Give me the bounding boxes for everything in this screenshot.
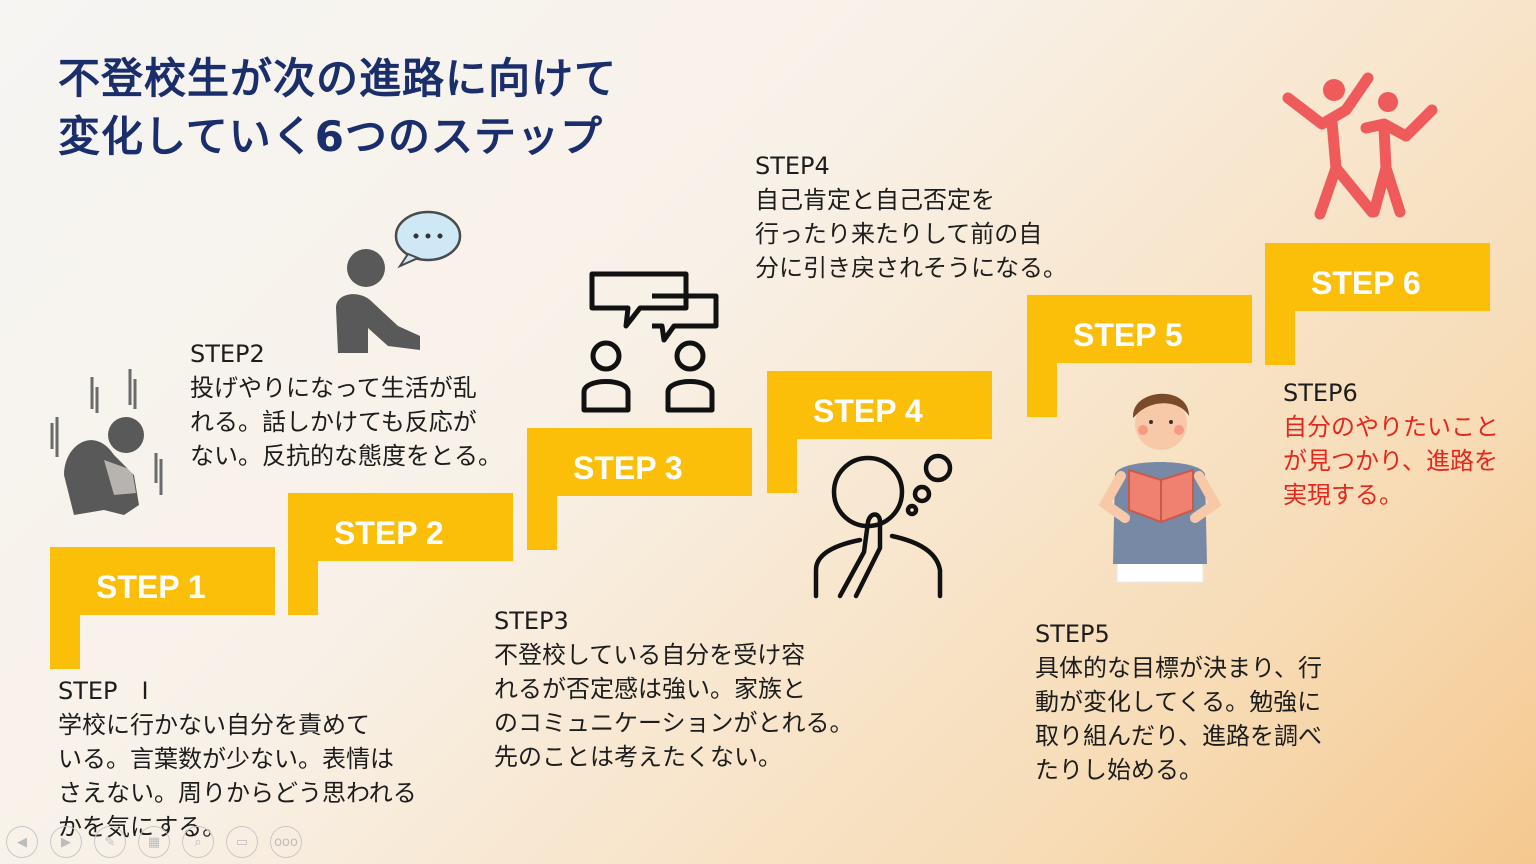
step-6-line: が見つかり、進路を (1283, 447, 1499, 475)
step-2-block: STEP 2 (288, 493, 513, 615)
conversation-icon (581, 271, 719, 413)
crouching-person-icon (50, 369, 163, 515)
step-6-description: STEP6 自分のやりたいこと が見つかり、進路を 実現する。 (1283, 376, 1499, 512)
step-4-description: STEP4 自己肯定と自己否定を 行ったり来たりして前の自 分に引き戻されそうに… (755, 149, 1067, 285)
subtitle-icon[interactable]: ▭ (226, 826, 258, 858)
step-6-heading: STEP6 (1283, 379, 1358, 407)
step-1-label: STEP 1 (96, 569, 206, 605)
step-2-line: 投げやりになって生活が乱 (190, 374, 477, 402)
thinking-person-icon (813, 453, 953, 599)
step-5-line: 動が変化してくる。勉強に (1035, 688, 1322, 716)
step-5-block: STEP 5 (1027, 295, 1252, 417)
step-5-line: 具体的な目標が決まり、行 (1035, 654, 1323, 682)
title-line-2: 変化していく6つのステップ (58, 112, 603, 161)
slides-grid-icon[interactable]: ▦ (138, 826, 170, 858)
step-3-line: のコミュニケーションがとれる。 (494, 709, 854, 737)
step-3-line: 不登校している自分を受け容 (494, 641, 806, 669)
title-line-1: 不登校生が次の進路に向けて (58, 54, 618, 103)
step-1-line: さえない。周りからどう思われる (58, 779, 417, 807)
step-1-heading: STEP I (58, 677, 149, 705)
step-4-label: STEP 4 (813, 393, 923, 429)
step-3-description: STEP3 不登校している自分を受け容 れるが否定感は強い。家族と のコミュニケ… (494, 604, 854, 774)
step-3-heading: STEP3 (494, 607, 569, 635)
step-3-block: STEP 3 (527, 428, 752, 550)
more-options-icon[interactable]: ooo (270, 826, 302, 858)
prev-slide-icon[interactable]: ◀ (6, 826, 38, 858)
next-slide-icon[interactable]: ▶ (50, 826, 82, 858)
step-5-description: STEP5 具体的な目標が決まり、行 動が変化してくる。勉強に 取り組んだり、進… (1035, 617, 1322, 787)
step-4-heading: STEP4 (755, 152, 830, 180)
presenter-toolbar: ◀ ▶ ✎ ▦ ⌕ ▭ ooo (6, 826, 302, 858)
step-6-line: 自分のやりたいこと (1283, 413, 1499, 441)
step-5-line: たりし始める。 (1035, 756, 1203, 784)
step-2-label: STEP 2 (334, 515, 444, 551)
step-2-heading: STEP2 (190, 340, 265, 368)
page-title: 不登校生が次の進路に向けて 変化していく6つのステップ (58, 50, 617, 166)
step-3-line: れるが否定感は強い。家族と (494, 675, 806, 703)
step-4-line: 分に引き戻されそうになる。 (755, 254, 1067, 282)
step-5-heading: STEP5 (1035, 620, 1110, 648)
boy-reading-icon (1098, 393, 1222, 583)
step-2-line: ない。反抗的な態度をとる。 (190, 442, 502, 470)
celebrating-people-icon (1282, 72, 1438, 220)
step-2-line: れる。話しかけても反応が (190, 408, 477, 436)
step-1-block: STEP 1 (50, 547, 275, 669)
pen-icon[interactable]: ✎ (94, 826, 126, 858)
step-3-line: 先のことは考えたくない。 (494, 743, 782, 771)
step-5-line: 取り組んだり、進路を調べ (1035, 722, 1323, 750)
step-3-label: STEP 3 (573, 450, 683, 486)
step-6-label: STEP 6 (1311, 265, 1421, 301)
step-1-description: STEP I 学校に行かない自分を責めて いる。言葉数が少ない。表情は さえない… (58, 674, 417, 844)
step-2-description: STEP2 投げやりになって生活が乱 れる。話しかけても反応が ない。反抗的な態… (190, 337, 502, 473)
step-6-block: STEP 6 (1265, 243, 1490, 365)
step-6-line: 実現する。 (1283, 481, 1403, 509)
step-4-block: STEP 4 (767, 371, 992, 493)
step-4-line: 自己肯定と自己否定を (755, 186, 995, 214)
step-5-label: STEP 5 (1073, 317, 1183, 353)
sitting-person-speech-icon (336, 210, 462, 353)
step-4-line: 行ったり来たりして前の自 (755, 220, 1043, 248)
step-1-line: 学校に行かない自分を責めて (58, 711, 370, 739)
step-1-line: いる。言葉数が少ない。表情は (58, 745, 394, 773)
zoom-icon[interactable]: ⌕ (182, 826, 214, 858)
